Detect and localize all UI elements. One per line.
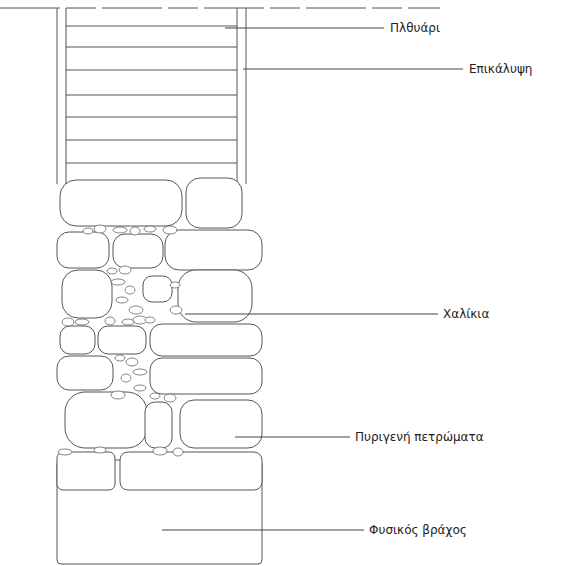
pebble bbox=[62, 318, 74, 326]
pebble bbox=[94, 225, 106, 233]
pebble bbox=[164, 394, 176, 402]
pebble bbox=[130, 227, 140, 235]
pebble bbox=[94, 447, 106, 453]
pebble bbox=[170, 282, 180, 288]
pebble bbox=[125, 286, 135, 294]
pebble bbox=[115, 355, 125, 361]
part-label: Πυριγενή πετρώματα bbox=[353, 430, 486, 444]
pebble bbox=[105, 317, 115, 325]
pebble bbox=[173, 448, 183, 456]
part-label: Χαλίκια bbox=[441, 307, 491, 321]
pebble bbox=[113, 227, 127, 233]
pebble bbox=[75, 319, 89, 325]
pebble bbox=[122, 319, 134, 325]
pebble bbox=[170, 306, 182, 314]
pebble bbox=[163, 226, 177, 234]
pebble bbox=[119, 266, 131, 274]
part-label: Επικάλυψη bbox=[467, 62, 534, 76]
pebble bbox=[134, 385, 146, 391]
pebble bbox=[116, 297, 128, 303]
pebble bbox=[126, 358, 138, 366]
part-label: Πλθυάρι bbox=[388, 21, 442, 35]
pebble bbox=[83, 228, 93, 234]
part-label: Φυσικός βράχος bbox=[367, 523, 469, 537]
pebble bbox=[111, 391, 125, 399]
pebble bbox=[107, 268, 117, 274]
pebble bbox=[144, 226, 156, 232]
pebble bbox=[133, 369, 147, 375]
pebble bbox=[111, 279, 125, 285]
pebble bbox=[58, 449, 72, 455]
pebble bbox=[145, 317, 155, 323]
pebble bbox=[129, 306, 143, 314]
pebble bbox=[153, 447, 167, 455]
pebble bbox=[150, 393, 160, 399]
pebble bbox=[121, 374, 131, 382]
